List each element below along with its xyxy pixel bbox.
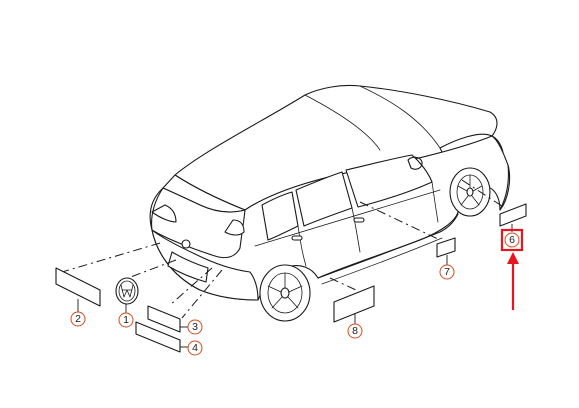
callout-1[interactable]: 1 (118, 312, 134, 328)
dash-line-1 (127, 259, 177, 279)
parts (55, 203, 527, 353)
callout-7[interactable]: 7 (439, 264, 455, 280)
door-line-front (431, 181, 439, 223)
part-1-emblem (115, 277, 139, 305)
callout-6-label: 6 (509, 234, 515, 246)
highlight-box (500, 228, 524, 252)
part-6-front-plate (499, 203, 527, 227)
callout-3[interactable]: 3 (187, 319, 203, 335)
callout-4-label: 4 (192, 342, 198, 354)
callout-2[interactable]: 2 (70, 311, 86, 327)
dash-line-2 (61, 242, 161, 273)
callouts: 2 1 3 4 8 7 6 (70, 232, 520, 356)
rocker-sill (317, 213, 459, 279)
rear-wheel (259, 264, 311, 322)
callout-3-label: 3 (192, 321, 198, 333)
roof-crease-2 (359, 85, 441, 149)
part-4-strip (135, 321, 181, 353)
callout-4[interactable]: 4 (187, 340, 203, 356)
part-7-label (436, 237, 456, 258)
tailgate (151, 187, 246, 259)
part-8-side-plate (333, 285, 375, 323)
rear-light-left (151, 204, 177, 223)
door-line-rear (297, 225, 307, 267)
rear-door-handle (291, 235, 303, 241)
mirror (407, 156, 423, 170)
rear-light-right (224, 219, 245, 236)
front-door-handle (353, 217, 365, 223)
dash-line-7 (359, 201, 441, 241)
pointer-arrow (507, 252, 519, 310)
callout-2-label: 2 (75, 313, 81, 325)
roof-crease (304, 94, 381, 151)
part-2-rear-decal (55, 267, 101, 307)
dash-line-8 (329, 277, 357, 291)
callout-8-label: 8 (352, 325, 358, 337)
callout-6[interactable]: 6 (504, 232, 520, 248)
belt-line (254, 189, 441, 247)
dash-line-4 (181, 269, 223, 319)
dash-line-6 (461, 179, 506, 209)
front-bumper (499, 164, 509, 211)
callout-8[interactable]: 8 (347, 323, 363, 339)
license-plate-recess (167, 251, 209, 283)
front-wheel (449, 167, 491, 217)
rear-emblem-spot (181, 239, 191, 249)
callout-7-label: 7 (444, 266, 450, 278)
door-line-mid (351, 207, 361, 253)
car-illustration (149, 84, 511, 322)
callout-1-label: 1 (123, 314, 129, 326)
dash-line-3 (169, 267, 213, 306)
position-lines (61, 179, 506, 319)
part-3-strip (147, 305, 181, 333)
rear-bumper (151, 229, 259, 301)
